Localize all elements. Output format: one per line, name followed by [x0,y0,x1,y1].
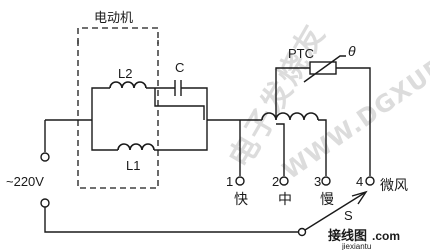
wire-cap-right [181,87,208,120]
wire-tap-2 [276,123,285,176]
speed-4-name: 微风 [380,178,408,194]
wire-l1-left [91,120,118,151]
speed-2-name: 中 [278,192,292,208]
site-logo: 接线图 .com jiexiantu [328,228,400,250]
inductor-l2 [109,81,147,89]
inductor-l2-label: L2 [118,66,132,81]
inductor-l1-label: L1 [126,158,140,173]
switch-arm [304,191,367,231]
wire-l1-right [154,120,208,151]
logo-text: 接线图 [328,228,367,244]
terminal-3 [321,176,331,186]
supply-terminal-bottom [40,198,50,208]
speed-4-number: 4 [356,174,363,189]
inductor-l1 [117,143,155,151]
ptc-thermal-slash [303,55,346,83]
speed-2-number: 2 [272,174,279,189]
logo-domain: .com [372,229,400,243]
wire-ptc-right [336,67,371,176]
speed-reactor-coil [261,112,319,121]
speed-1-name: 快 [234,192,248,208]
switch-arrow [351,190,368,205]
motor-box-top [77,27,159,44]
motor-box [77,40,159,189]
logo-url: jiexiantu [341,242,371,250]
wire-ptc-left [275,67,310,120]
ptc-label: PTC [288,46,314,61]
capacitor-label: C [175,60,184,75]
terminal-4 [365,176,375,186]
theta-label: θ [348,43,356,59]
motor-label: 电动机 [94,11,133,26]
supply-label: ~220V [6,174,44,189]
supply-terminal-top [40,152,50,162]
switch-pivot [297,227,307,237]
wire-tap-3 [318,119,327,176]
speed-3-name: 慢 [320,191,334,208]
speed-3-number: 3 [314,174,321,189]
wire-supply-bottom [44,207,302,233]
speed-1-number: 1 [226,174,233,189]
wire-l2-left [91,87,110,120]
terminal-1 [235,176,245,186]
switch-label: S [344,208,353,223]
terminal-2 [279,176,289,186]
wire-tap-down [154,88,205,120]
